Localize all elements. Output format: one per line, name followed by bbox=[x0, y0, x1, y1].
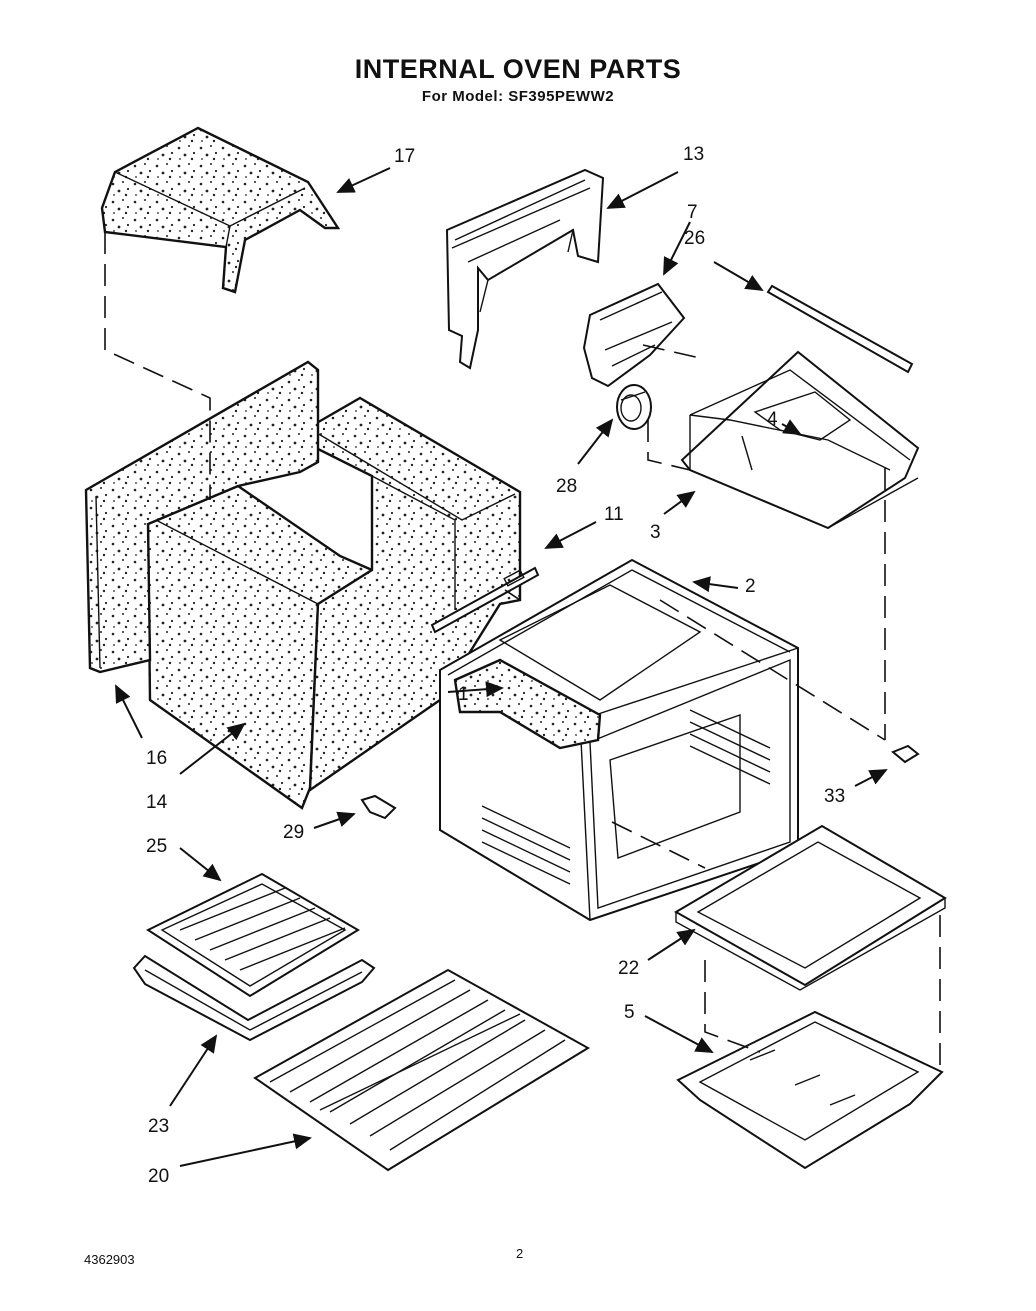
page-title: INTERNAL OVEN PARTS bbox=[354, 54, 682, 84]
part-20-oven-rack bbox=[253, 968, 590, 1172]
callout-33: 33 bbox=[824, 786, 845, 807]
assembly-lines bbox=[104, 232, 941, 1075]
part-17-top-insulation bbox=[100, 126, 341, 294]
callout-5: 5 bbox=[624, 1002, 635, 1023]
part-23-broiler-pan bbox=[132, 954, 376, 1042]
page-number: 2 bbox=[516, 1246, 524, 1261]
callout-26: 26 bbox=[684, 228, 705, 249]
callout-22: 22 bbox=[618, 958, 639, 979]
callout-4: 4 bbox=[767, 409, 778, 430]
part-16-rear-insulation bbox=[84, 360, 320, 674]
callout-11: 11 bbox=[604, 504, 624, 525]
callout-3: 3 bbox=[650, 522, 661, 543]
callout-20: 20 bbox=[148, 1166, 169, 1187]
part-29-clip bbox=[360, 794, 397, 820]
part-26-strip bbox=[766, 284, 914, 374]
part-28-fan-ring bbox=[616, 384, 652, 430]
part-25-broiler-grid bbox=[145, 872, 360, 998]
part-3-oven-top bbox=[680, 350, 920, 530]
callout-2: 2 bbox=[745, 576, 756, 597]
callout-7: 7 bbox=[687, 202, 698, 223]
callout-28: 28 bbox=[556, 476, 577, 497]
callout-23: 23 bbox=[148, 1116, 169, 1137]
callout-13: 13 bbox=[683, 144, 704, 165]
document-number: 4362903 bbox=[84, 1252, 135, 1267]
part-14-insulation-wrap bbox=[146, 396, 522, 810]
part-5-oven-bottom bbox=[676, 1010, 944, 1170]
part-33-clip bbox=[891, 744, 920, 764]
model-subtitle: For Model: SF395PEWW2 bbox=[421, 88, 615, 105]
leader-arrows bbox=[115, 167, 888, 1167]
callout-17: 17 bbox=[394, 146, 415, 167]
part-22-bottom-frame bbox=[674, 824, 947, 991]
callout-14: 14 bbox=[146, 792, 168, 813]
part-11-bracket bbox=[430, 566, 540, 634]
callout-29: 29 bbox=[283, 822, 304, 843]
part-13-rear-panel bbox=[445, 168, 605, 370]
part-7-duct bbox=[582, 282, 686, 388]
callout-labels: 17 13 7 26 4 28 3 11 2 1 16 14 29 33 25 … bbox=[146, 144, 845, 1187]
callout-1: 1 bbox=[458, 684, 469, 705]
callout-25: 25 bbox=[146, 836, 167, 857]
callout-16: 16 bbox=[146, 748, 167, 769]
